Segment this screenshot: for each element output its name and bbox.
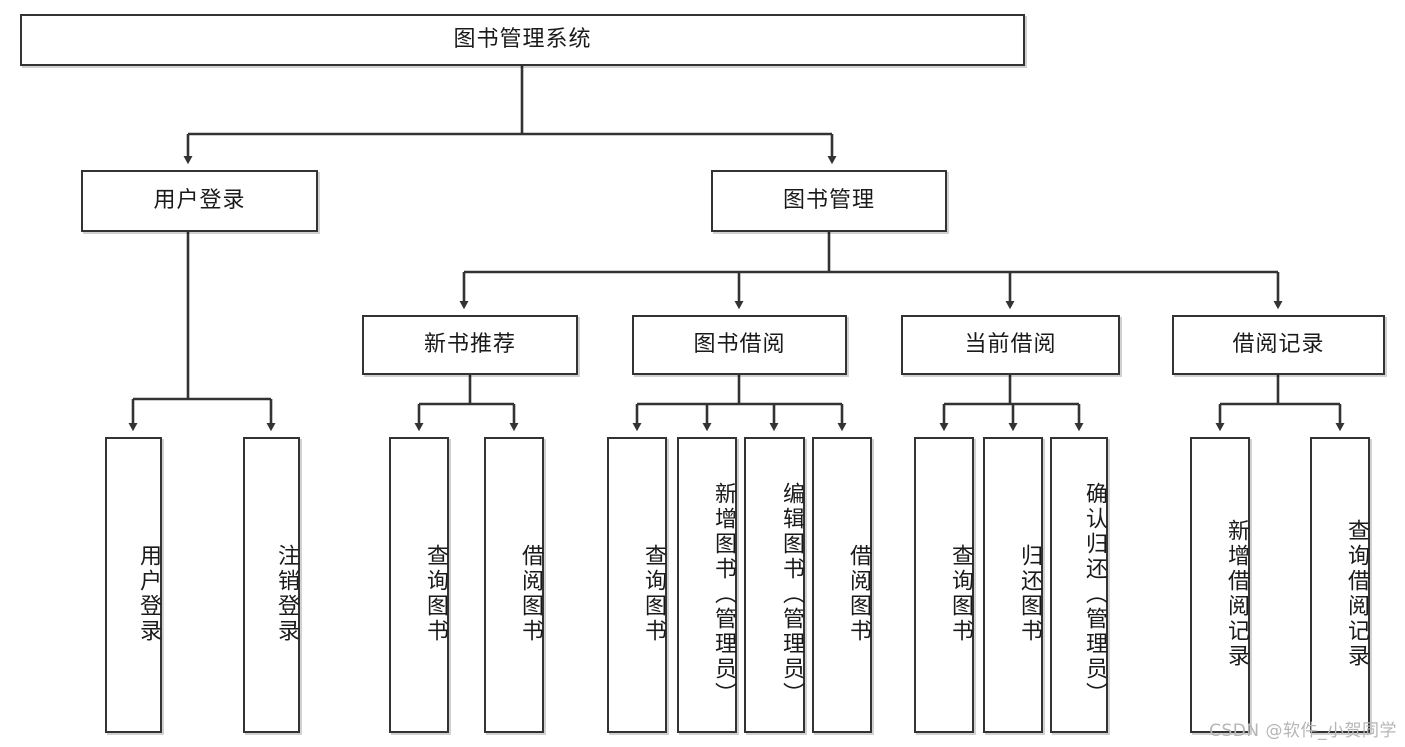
leaf-return-book[interactable]: 归还图书 bbox=[983, 437, 1043, 733]
leaf-query-book-recommend[interactable]: 查询图书 bbox=[389, 437, 449, 733]
leaf-logout-login[interactable]: 注销登录 bbox=[243, 437, 300, 733]
node-label: 借阅记录 bbox=[1232, 331, 1325, 357]
node-label: 注销登录 bbox=[274, 544, 299, 644]
leaf-edit-book-admin[interactable]: 编辑图书（管理员） bbox=[744, 437, 805, 733]
node-user-login[interactable]: 用户登录 bbox=[81, 170, 318, 232]
node-label: 归还图书 bbox=[1017, 544, 1042, 644]
node-label: 用户登录 bbox=[153, 187, 246, 213]
node-label: 查询图书 bbox=[423, 544, 448, 644]
node-borrow-record[interactable]: 借阅记录 bbox=[1172, 315, 1385, 375]
leaf-confirm-return-admin[interactable]: 确认归还（管理员） bbox=[1050, 437, 1108, 733]
node-book-manage[interactable]: 图书管理 bbox=[711, 170, 947, 232]
leaf-add-borrow-record[interactable]: 新增借阅记录 bbox=[1190, 437, 1250, 733]
node-label: 查询图书 bbox=[948, 544, 973, 644]
leaf-query-borrow-record[interactable]: 查询借阅记录 bbox=[1310, 437, 1370, 733]
leaf-borrow-book[interactable]: 借阅图书 bbox=[812, 437, 872, 733]
leaf-borrow-book-recommend[interactable]: 借阅图书 bbox=[484, 437, 544, 733]
leaf-user-login[interactable]: 用户登录 bbox=[105, 437, 162, 733]
node-current-borrow[interactable]: 当前借阅 bbox=[901, 315, 1120, 375]
node-label: 当前借阅 bbox=[964, 331, 1057, 357]
node-label: 新增图书（管理员） bbox=[711, 481, 736, 707]
leaf-query-book-current[interactable]: 查询图书 bbox=[914, 437, 974, 733]
node-label: 新增借阅记录 bbox=[1224, 519, 1249, 669]
node-label: 图书管理 bbox=[782, 187, 875, 213]
node-label: 查询借阅记录 bbox=[1344, 519, 1369, 669]
node-label: 图书借阅 bbox=[693, 331, 786, 357]
leaf-query-book-borrow[interactable]: 查询图书 bbox=[607, 437, 667, 733]
node-label: 用户登录 bbox=[136, 544, 161, 644]
node-label: 编辑图书（管理员） bbox=[779, 481, 804, 707]
node-new-book-recommend[interactable]: 新书推荐 bbox=[362, 315, 578, 375]
node-label: 借阅图书 bbox=[518, 544, 543, 644]
node-label: 借阅图书 bbox=[846, 544, 871, 644]
node-book-borrow[interactable]: 图书借阅 bbox=[632, 315, 847, 375]
node-label: 新书推荐 bbox=[423, 331, 516, 357]
node-root-book-management-system[interactable]: 图书管理系统 bbox=[20, 14, 1025, 66]
node-label: 图书管理系统 bbox=[453, 26, 592, 52]
watermark-text: CSDN @软件_小贺同学 bbox=[1209, 721, 1397, 741]
node-label: 确认归还（管理员） bbox=[1082, 481, 1107, 707]
leaf-add-book-admin[interactable]: 新增图书（管理员） bbox=[677, 437, 737, 733]
node-label: 查询图书 bbox=[641, 544, 666, 644]
